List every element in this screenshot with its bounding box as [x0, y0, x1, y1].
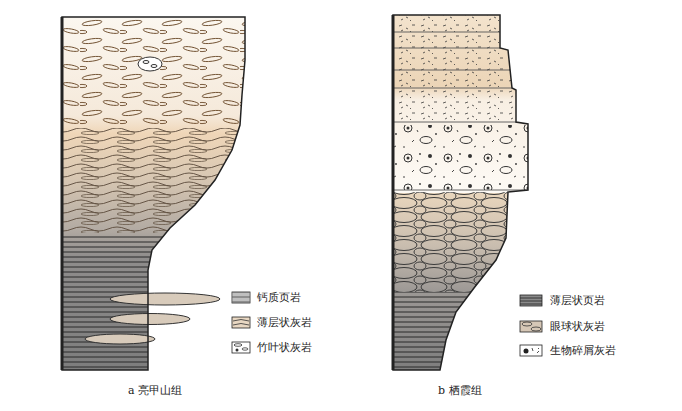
- legend-text: 薄层状页岩: [550, 294, 605, 307]
- legend-text: 钙质页岩: [257, 291, 301, 304]
- column-caption: a 亮甲山组: [128, 384, 182, 397]
- legend-text: 眼球状灰岩: [550, 320, 605, 333]
- legend-text: 生物碎屑灰岩: [550, 344, 616, 357]
- column-caption: b 栖霞组: [438, 384, 482, 397]
- legend-text: 竹叶状灰岩: [257, 341, 312, 354]
- legend-text: 薄层状灰岩: [257, 316, 312, 329]
